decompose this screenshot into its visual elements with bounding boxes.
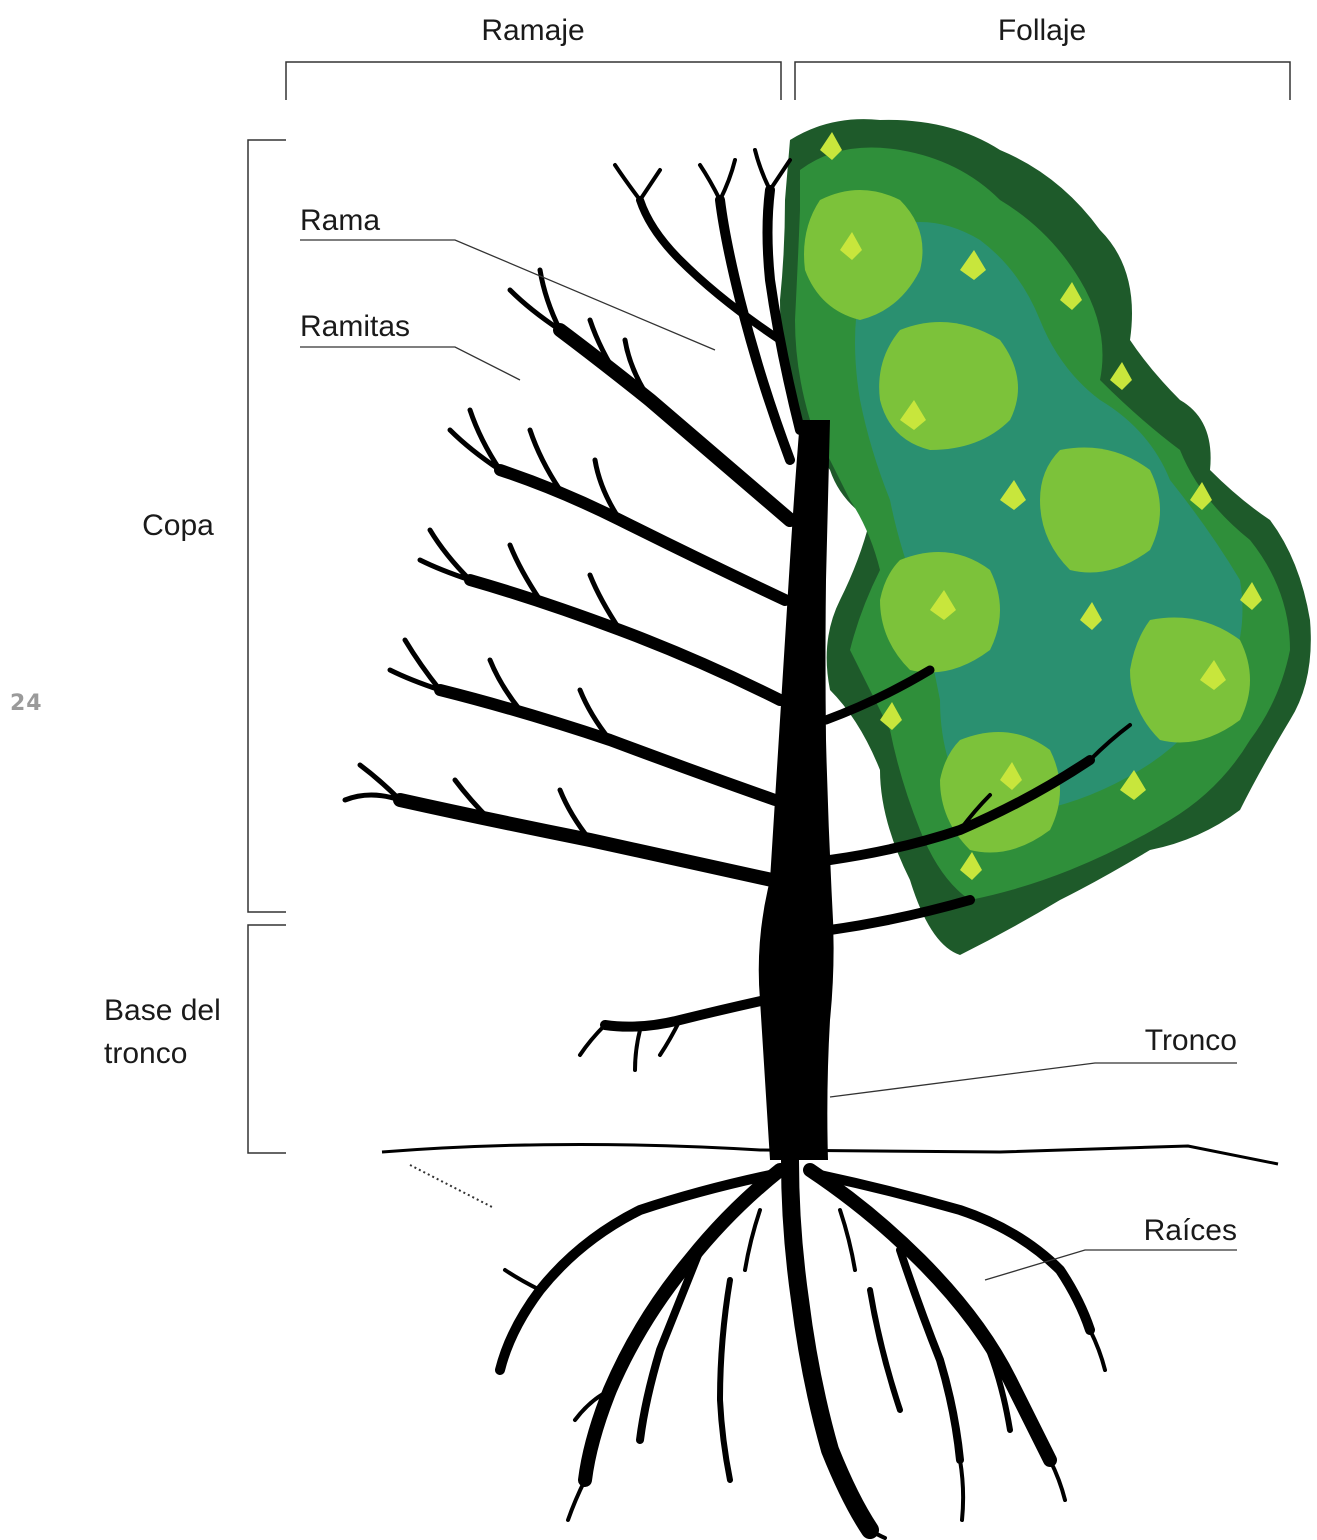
ground-line: [382, 1144, 1278, 1164]
ground-dotted-line: [410, 1165, 492, 1207]
label-base-line2: tronco: [104, 1037, 187, 1070]
label-tronco: Tronco: [1145, 1024, 1237, 1057]
leader-ramitas: [300, 347, 520, 380]
leader-raices: [985, 1250, 1237, 1280]
label-raices: Raíces: [1144, 1214, 1237, 1247]
label-follaje: Follaje: [998, 14, 1086, 47]
follaje-bracket: [795, 62, 1290, 100]
label-rama: Rama: [300, 204, 380, 237]
label-base-line1: Base del: [104, 994, 221, 1027]
foliage: [780, 119, 1311, 955]
page-number: 24: [10, 691, 43, 716]
roots: [500, 1160, 1105, 1538]
leader-tronco: [830, 1063, 1237, 1097]
label-ramaje: Ramaje: [481, 14, 584, 47]
ramaje-bracket: [286, 62, 781, 100]
label-ramitas: Ramitas: [300, 310, 410, 343]
label-copa: Copa: [142, 509, 214, 542]
copa-bracket: [248, 140, 286, 912]
base-bracket: [248, 925, 286, 1153]
